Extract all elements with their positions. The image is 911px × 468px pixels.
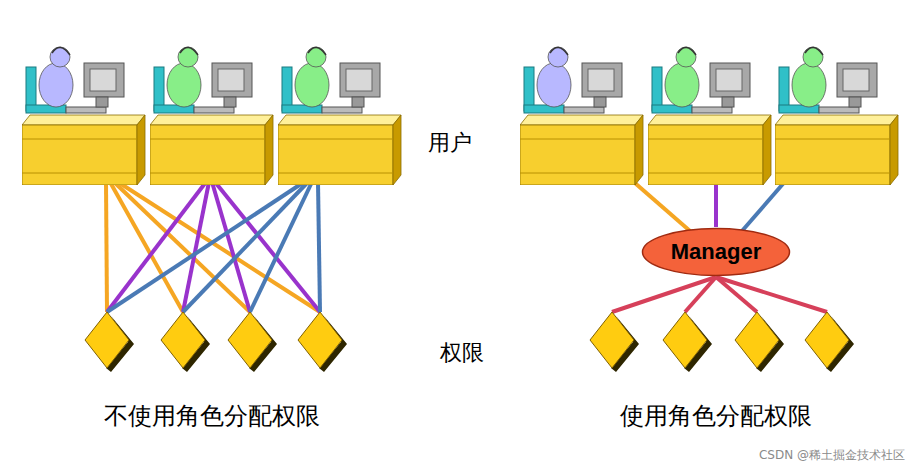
role-name: Manager [641,239,791,265]
caption-right: 使用角色分配权限 [620,400,812,432]
row-label: 用户 [428,128,472,158]
role-lines [612,170,827,312]
caption-left: 不使用角色分配权限 [104,400,320,432]
row-label: 权限 [440,338,484,368]
watermark: CSDN @稀土掘金技术社区 [759,447,905,464]
permission-diamonds [85,312,854,372]
user-workstations [22,47,898,185]
permission-lines [106,182,320,312]
role-ellipse: Manager [641,227,791,277]
